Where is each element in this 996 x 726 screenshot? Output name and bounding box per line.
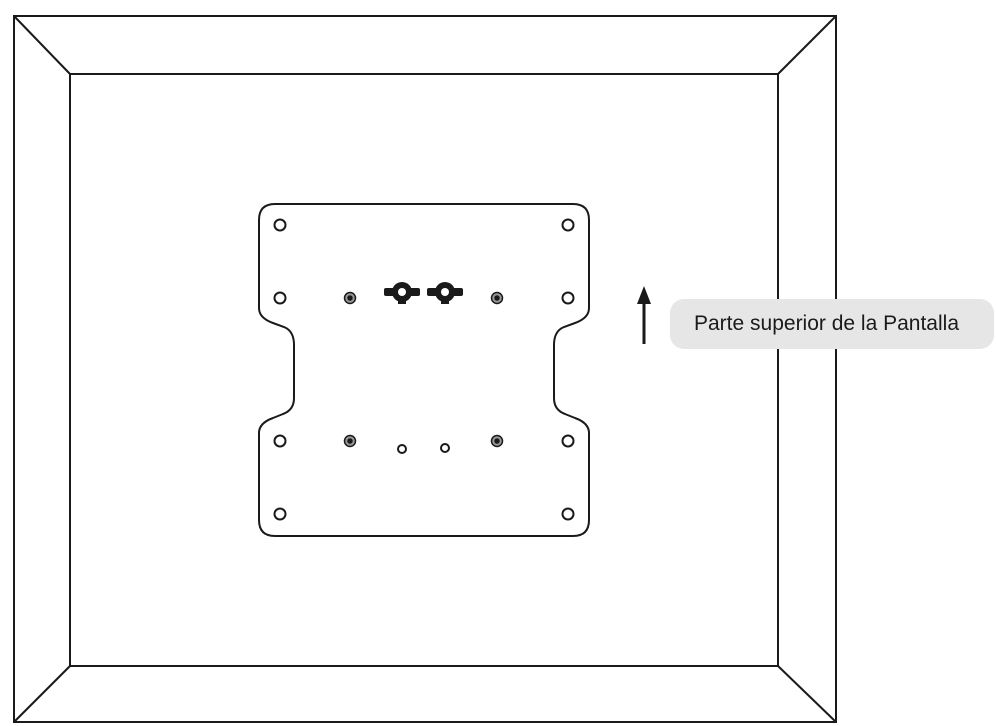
locking-knob-right bbox=[427, 282, 463, 304]
bevel-bottom-left bbox=[13, 665, 71, 723]
locking-knob-left bbox=[384, 282, 420, 304]
hole-top-right bbox=[561, 218, 575, 232]
hole-lower-left bbox=[273, 434, 287, 448]
mounting-plate bbox=[258, 203, 590, 537]
outer-frame bbox=[13, 15, 837, 723]
bevel-bottom-right bbox=[777, 665, 837, 723]
screw-top-left bbox=[343, 291, 357, 305]
hole-bottom-right bbox=[561, 507, 575, 521]
hole-upper-left bbox=[273, 291, 287, 305]
hole-lower-right bbox=[561, 434, 575, 448]
hole-top-left bbox=[273, 218, 287, 232]
inner-panel bbox=[69, 73, 779, 667]
hole-upper-right bbox=[561, 291, 575, 305]
hole-bottom-left bbox=[273, 507, 287, 521]
bevel-top-left bbox=[13, 15, 71, 75]
up-arrow-icon bbox=[637, 286, 651, 344]
bevel-top-right bbox=[777, 15, 837, 75]
screw-top-right bbox=[490, 291, 504, 305]
small-hole-left bbox=[397, 444, 407, 454]
small-hole-right bbox=[440, 443, 450, 453]
callout-label: Parte superior de la Pantalla bbox=[694, 312, 959, 335]
screw-bottom-right bbox=[490, 434, 504, 448]
screw-bottom-left bbox=[343, 434, 357, 448]
callout-box: Parte superior de la Pantalla bbox=[670, 299, 994, 349]
